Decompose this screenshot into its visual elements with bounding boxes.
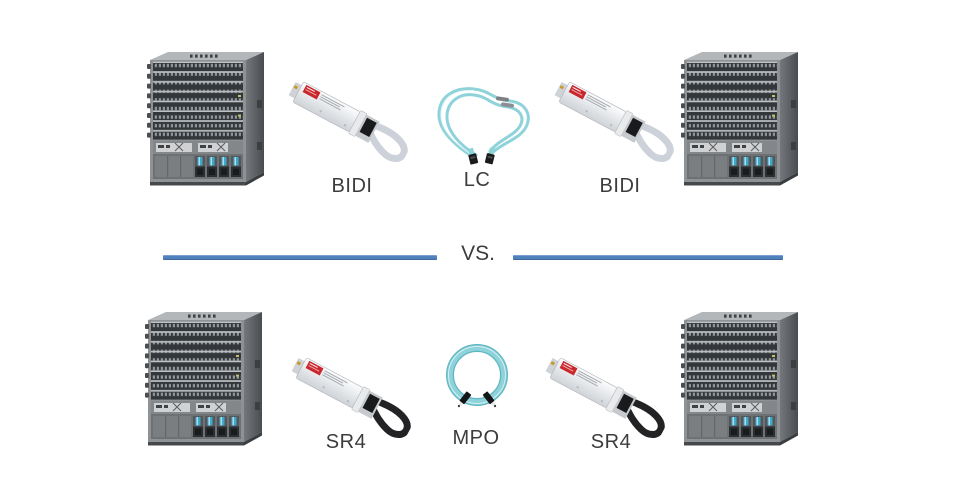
bidi-transceiver-right-image [547, 69, 685, 172]
vs-label: VS. [461, 242, 495, 265]
divider-line-left [163, 255, 437, 260]
switch-chassis-bottom-left [140, 304, 272, 450]
bidi-label-left: BIDI [331, 175, 373, 197]
switch-chassis-top-left [142, 44, 274, 190]
switch-chassis-bottom-right [676, 304, 808, 450]
bidi-label-right: BIDI [599, 175, 641, 197]
lc-cable-image [426, 77, 542, 169]
switch-chassis-top-right [676, 44, 808, 190]
lc-label: LC [463, 169, 491, 191]
divider-line-right [513, 255, 783, 260]
mpo-label: MPO [452, 427, 500, 449]
sr4-label-right: SR4 [590, 431, 632, 453]
sr4-label-left: SR4 [325, 431, 367, 453]
bidi-transceiver-left-image [281, 69, 419, 172]
mpo-cable-image [441, 342, 513, 416]
